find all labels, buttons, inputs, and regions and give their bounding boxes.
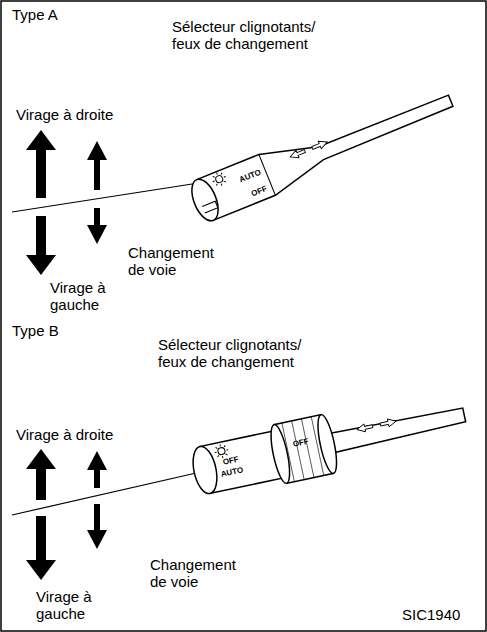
direction-label: Changement de voie	[128, 244, 228, 279]
stalk-b	[188, 386, 470, 502]
right-turn-arrow	[26, 130, 56, 198]
direction-label: Virage à droite	[16, 426, 113, 443]
type-heading: Type B	[12, 322, 59, 339]
lane-change-arrow	[87, 451, 107, 488]
lane-change-arrow	[87, 141, 107, 190]
part-name: Sélecteur clignotants/ feux de changemen…	[172, 18, 347, 53]
lane-change-arrow	[87, 504, 107, 549]
type-heading: Type A	[12, 6, 58, 23]
figure-code: SIC1940	[402, 606, 460, 623]
direction-label: Changement de voie	[150, 556, 250, 591]
part-name: Sélecteur clignotants/ feux de changemen…	[158, 336, 333, 371]
direction-label: Virage à gauche	[36, 588, 108, 623]
left-turn-arrow	[26, 516, 56, 580]
left-turn-arrow	[26, 216, 56, 275]
stalk-a	[187, 80, 459, 224]
direction-label: Virage à droite	[16, 106, 113, 123]
lane-change-arrow	[87, 208, 107, 244]
right-turn-arrow	[26, 449, 56, 500]
direction-label: Virage à gauche	[50, 279, 122, 314]
